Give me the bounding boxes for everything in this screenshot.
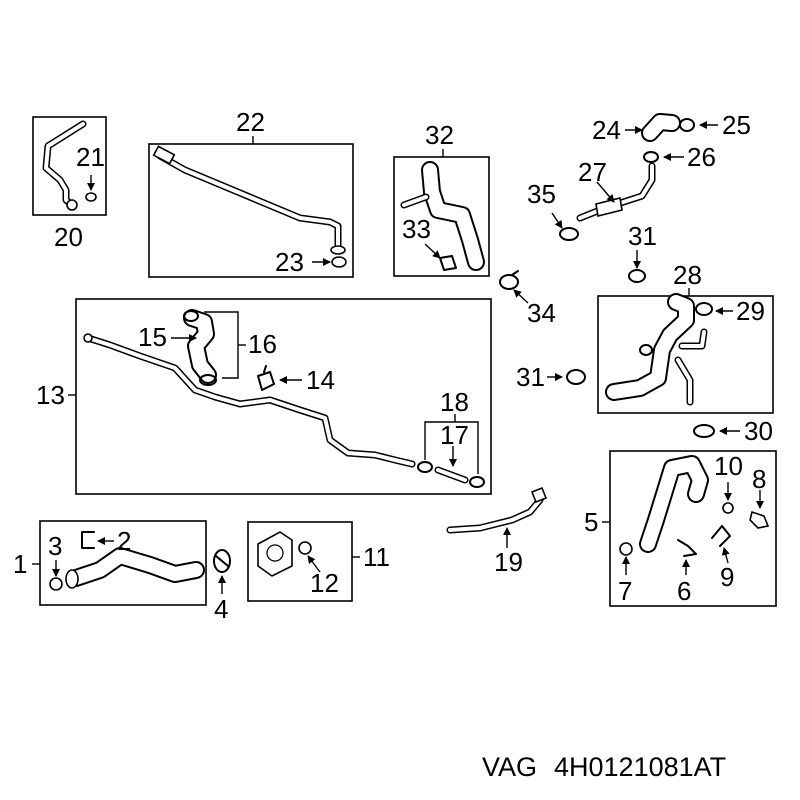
- frame-13: [75, 298, 492, 495]
- callout-18: 18: [440, 387, 469, 417]
- callout-28: 28: [673, 260, 702, 290]
- callout-27: 27: [578, 157, 607, 187]
- callout-35: 35: [527, 179, 556, 209]
- clamp-29-icon: [695, 302, 713, 316]
- gasket-7-icon: [619, 542, 633, 556]
- frame-11: [247, 521, 353, 602]
- group-34: 34: [499, 270, 556, 328]
- callout-5: 5: [584, 507, 598, 537]
- callout-16: 16: [248, 329, 277, 359]
- callout-31-top: 31: [628, 221, 657, 251]
- brand-label: VAG: [482, 752, 537, 782]
- clamp-34-icon: [499, 270, 519, 290]
- callout-30: 30: [744, 416, 773, 446]
- group-30: 30: [693, 416, 773, 446]
- callout-2: 2: [117, 526, 131, 556]
- clamp-31-side-icon: [566, 369, 586, 385]
- callout-7: 7: [618, 576, 632, 606]
- clip-2-icon: [81, 531, 95, 549]
- group-31-side: 31: [516, 362, 586, 392]
- clamp-26-icon: [643, 151, 659, 163]
- clamp-31-top-icon: [628, 269, 646, 283]
- clamp-18a-icon: [417, 461, 433, 473]
- callout-12: 12: [310, 568, 339, 598]
- group-13: 13 15 16 14 17 18: [36, 298, 492, 495]
- callout-24: 24: [592, 115, 621, 145]
- callout-6: 6: [677, 576, 691, 606]
- bracket-14-icon: [257, 365, 275, 391]
- frame-20: [32, 116, 107, 216]
- group-24-27: 24 25 26 27 35: [527, 110, 751, 241]
- frame-5: [609, 450, 777, 607]
- callout-3: 3: [48, 531, 62, 561]
- clamp-16a-icon: [183, 310, 199, 322]
- callout-13: 13: [36, 380, 65, 410]
- frame-32: [393, 156, 490, 277]
- callout-20: 20: [54, 222, 83, 252]
- callout-32: 32: [425, 120, 454, 150]
- callout-4: 4: [214, 594, 228, 624]
- callout-11: 11: [363, 542, 390, 572]
- callout-10: 10: [714, 451, 743, 481]
- frame-28: [597, 295, 774, 414]
- clamp-4-icon: [213, 549, 231, 573]
- gasket-12-icon: [298, 541, 312, 555]
- group-31-top: 31: [628, 221, 657, 283]
- frame-1: [39, 520, 207, 606]
- callout-8: 8: [752, 464, 766, 494]
- clamp-18b-icon: [469, 476, 485, 488]
- group-5: 5 7 6 9 10 8: [584, 450, 777, 607]
- callout-25: 25: [722, 110, 751, 140]
- callout-23: 23: [275, 247, 304, 277]
- clip-6-icon: [677, 539, 697, 557]
- group-4: 4: [213, 549, 231, 624]
- callout-17: 17: [440, 420, 469, 450]
- group-20: 21 20: [32, 116, 107, 252]
- housing-11: [257, 531, 293, 577]
- group-11: 11 12: [247, 521, 390, 602]
- callout-14: 14: [306, 365, 335, 395]
- gasket-21-icon: [85, 192, 97, 202]
- group-32: 32 33: [393, 120, 490, 277]
- callout-26: 26: [687, 142, 716, 172]
- group-28: 28 29: [597, 260, 774, 414]
- callout-9: 9: [720, 562, 734, 592]
- group-22: 22 23: [148, 107, 354, 278]
- callout-15: 15: [138, 322, 167, 352]
- callout-33: 33: [402, 214, 431, 244]
- callout-1: 1: [13, 549, 27, 579]
- clip-33-icon: [439, 255, 457, 271]
- gasket-3-icon: [49, 577, 63, 591]
- sensor-8-icon: [749, 510, 770, 529]
- part-number-label: 4H0121081AT: [554, 752, 726, 782]
- group-19: 19: [446, 486, 548, 577]
- clamp-30-icon: [693, 424, 715, 438]
- clamp-16b-icon: [199, 374, 217, 386]
- frame-22: [148, 143, 354, 278]
- callout-22: 22: [236, 107, 265, 137]
- group-1: 1 2 3: [13, 520, 207, 606]
- callout-34: 34: [527, 298, 556, 328]
- callout-31-side: 31: [516, 362, 545, 392]
- clamp-25-icon: [679, 118, 695, 132]
- callout-21: 21: [76, 142, 105, 172]
- gasket-23-icon: [331, 256, 347, 268]
- oring-10-icon: [722, 502, 734, 514]
- callout-19: 19: [494, 547, 523, 577]
- clip-9-icon: [711, 525, 731, 547]
- callout-29: 29: [736, 296, 765, 326]
- clamp-35-icon: [559, 227, 579, 241]
